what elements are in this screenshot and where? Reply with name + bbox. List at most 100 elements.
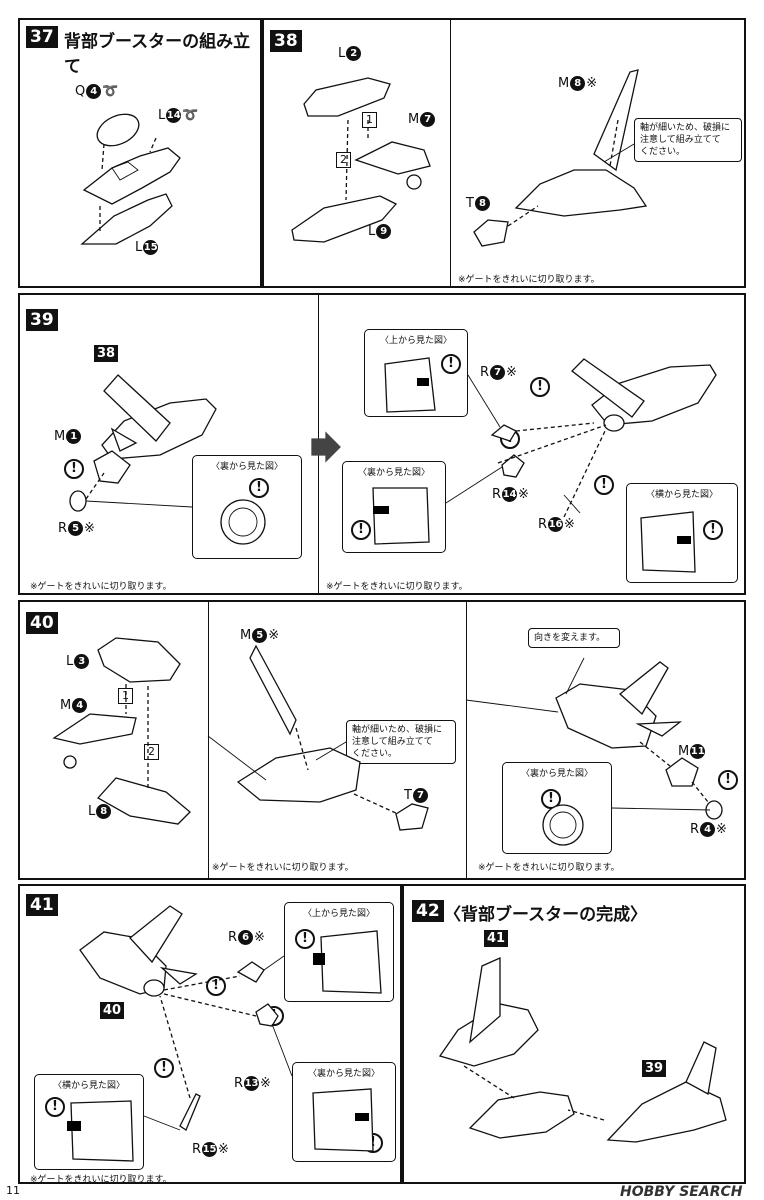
fragile-shaft-callout: 軸が細いため、破損に 注意して組み立てて ください。 xyxy=(634,118,742,162)
step-37-number: 37 xyxy=(26,26,58,48)
warning-icon: ! xyxy=(64,459,84,479)
back-view-illustration xyxy=(220,499,266,545)
step-42-panel: 42 〈背部ブースターの完成〉 41 39 37 xyxy=(402,884,746,1184)
top-view-box: 〈上から見た図〉 ! xyxy=(364,329,468,417)
warning-icon: ! xyxy=(45,1097,65,1117)
step-42-illustration xyxy=(438,956,727,1143)
warning-icon: ! xyxy=(541,789,561,809)
warning-icon: ! xyxy=(703,520,723,540)
back-view-title: 〈裏から見た図〉 xyxy=(210,462,283,472)
back-view-box: 〈裏から見た図〉 ! xyxy=(502,762,612,854)
back-view-illustration xyxy=(312,1088,374,1152)
side-view-box: 〈横から見た図〉 ! xyxy=(626,483,738,583)
ref-step-40: 40 xyxy=(100,1002,125,1019)
warning-icon: ! xyxy=(441,354,461,374)
step-39-number: 39 xyxy=(26,309,58,331)
nipper-icon: ➰ xyxy=(102,84,119,99)
back-view-illustration xyxy=(542,804,584,846)
step-40-left-illustration xyxy=(52,637,191,825)
step-37-title: 背部ブースターの組み立て xyxy=(64,32,251,77)
back-view-box: 〈裏から見た図〉 ! xyxy=(292,1062,396,1162)
top-view-illustration xyxy=(313,930,382,994)
top-view-title: 〈上から見た図〉 xyxy=(379,336,452,346)
side-view-illustration xyxy=(640,511,696,573)
order-box-1: 1 xyxy=(362,112,377,128)
step-38-illustration xyxy=(291,69,648,247)
back-view-box: 〈裏から見た図〉 ! xyxy=(192,455,302,559)
step-38-divider xyxy=(450,20,451,288)
back-view-title: 〈裏から見た図〉 xyxy=(520,769,593,779)
side-view-title: 〈横から見た図〉 xyxy=(52,1081,125,1091)
step-41-illustration xyxy=(79,905,293,1131)
step-38-number: 38 xyxy=(270,30,302,52)
step-42-title: 〈背部ブースターの完成〉 xyxy=(444,905,648,925)
warning-icon: ! xyxy=(351,520,371,540)
step-37-illustration xyxy=(80,113,181,245)
watermark: HOBBY SEARCH xyxy=(620,1184,743,1200)
gate-note-right: ※ゲートをきれいに切り取ります。 xyxy=(478,863,620,873)
top-view-box: 〈上から見た図〉 ! xyxy=(284,902,394,1002)
nipper-icon: ➰ xyxy=(182,108,199,123)
step-39-right-illustration xyxy=(445,358,717,518)
warning-icon: ! xyxy=(718,770,738,790)
back-view-box-2: 〈裏から見た図〉 ! xyxy=(342,461,446,553)
page-number: 11 xyxy=(6,1184,20,1197)
step-40-number: 40 xyxy=(26,612,58,634)
side-view-box: 〈横から見た図〉 ! xyxy=(34,1074,144,1170)
turn-around-callout: 向きを変えます。 xyxy=(528,628,620,648)
gate-note-left: ※ゲートをきれいに切り取ります。 xyxy=(30,582,172,592)
warning-icon: ! xyxy=(154,1058,174,1078)
gate-note: ※ゲートをきれいに切り取ります。 xyxy=(458,275,600,285)
ref-step-41: 41 xyxy=(484,930,509,947)
fragile-shaft-callout: 軸が細いため、破損に 注意して組み立てて ください。 xyxy=(346,720,456,764)
step-40-mid-illustration xyxy=(207,644,429,831)
step-41-panel: 41 40 R6※ ! ! R13※ ! R15※ 〈上から見た図〉 ! 〈裏か… xyxy=(18,884,402,1185)
gate-note: ※ゲートをきれいに切り取ります。 xyxy=(30,1175,172,1185)
warning-icon: ! xyxy=(295,929,315,949)
step-40-right-illustration xyxy=(465,657,723,820)
warning-icon: ! xyxy=(249,478,269,498)
step-40-divider-1 xyxy=(208,602,209,880)
warning-icon: ! xyxy=(530,377,550,397)
order-box-1: 1 xyxy=(118,688,133,704)
next-arrow-icon xyxy=(311,431,341,463)
warning-icon: ! xyxy=(594,475,614,495)
side-view-illustration xyxy=(67,1100,134,1162)
step-40-divider-2 xyxy=(466,602,467,880)
back-view-2-illustration xyxy=(372,487,430,545)
top-view-illustration xyxy=(384,357,436,413)
ref-step-38: 38 xyxy=(94,345,119,362)
step-39-left-illustration xyxy=(69,374,217,512)
warning-icon: ! xyxy=(206,976,226,996)
gate-note-mid: ※ゲートをきれいに切り取ります。 xyxy=(212,863,354,873)
back-view-2-title: 〈裏から見た図〉 xyxy=(357,468,430,478)
top-view-title: 〈上から見た図〉 xyxy=(302,909,375,919)
step-42-number: 42 xyxy=(412,900,444,922)
